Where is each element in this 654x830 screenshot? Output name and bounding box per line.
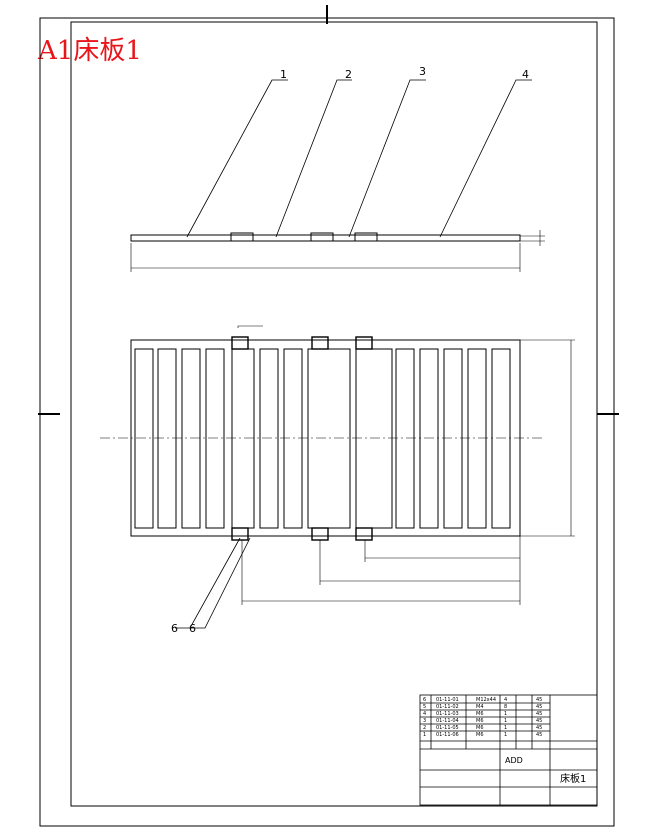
bom-index: 4 <box>423 711 426 717</box>
bom-name: M4 <box>476 704 484 710</box>
bom-qty: 1 <box>504 725 507 731</box>
bom-qty: 1 <box>504 711 507 717</box>
plan-view <box>130 336 521 541</box>
title-block-text: ADD 床板1 <box>505 756 586 785</box>
bom-qty: 1 <box>504 718 507 724</box>
leader-lines-top <box>186 79 532 238</box>
sheet-border-outer <box>39 17 615 827</box>
side-view <box>130 230 545 272</box>
bom-qty: 1 <box>504 732 507 738</box>
balloon-6b: 6 <box>189 622 196 635</box>
bom-code: 01-11-01 <box>436 697 459 703</box>
bom-material: 45 <box>536 704 542 710</box>
side-plate <box>130 234 521 242</box>
bom-code: 01-11-02 <box>436 704 459 710</box>
bom-code: 01-11-04 <box>436 718 459 724</box>
bom-material: 45 <box>536 718 542 724</box>
bom-index: 6 <box>423 697 426 703</box>
plan-dimensions <box>237 325 575 605</box>
balloon-2: 2 <box>345 68 352 81</box>
bom-index: 5 <box>423 704 426 710</box>
bom-material: 45 <box>536 711 542 717</box>
balloon-labels: 1 2 3 4 <box>280 65 529 81</box>
bom-code: 01-11-06 <box>436 732 459 738</box>
bom-name: M12x44 <box>476 697 496 703</box>
drawing-title: A1床板1 <box>38 36 142 66</box>
bom-name: M6 <box>476 718 484 724</box>
bom-name: M6 <box>476 711 484 717</box>
balloon-1: 1 <box>280 68 287 81</box>
bom-index: 3 <box>423 718 426 724</box>
bom-material: 45 <box>536 725 542 731</box>
balloon-3: 3 <box>419 65 426 78</box>
title-block-center-label: ADD <box>505 756 523 765</box>
bom-material: 45 <box>536 697 542 703</box>
title-block-part-name: 床板1 <box>560 772 586 785</box>
bom-material: 45 <box>536 732 542 738</box>
leader-lines-bottom <box>175 537 251 629</box>
title-block <box>419 694 598 806</box>
sheet-border-inner <box>70 21 598 807</box>
balloon-4: 4 <box>522 68 529 81</box>
balloon-6a: 6 <box>171 622 178 635</box>
bom-qty: 8 <box>504 704 507 710</box>
bom-code: 01-11-05 <box>436 725 459 731</box>
bom-name: M6 <box>476 732 484 738</box>
bom-qty: 4 <box>504 697 507 703</box>
bom-index: 2 <box>423 725 426 731</box>
bom-name: M6 <box>476 725 484 731</box>
bom-index: 1 <box>423 732 426 738</box>
bom-code: 01-11-03 <box>436 711 459 717</box>
